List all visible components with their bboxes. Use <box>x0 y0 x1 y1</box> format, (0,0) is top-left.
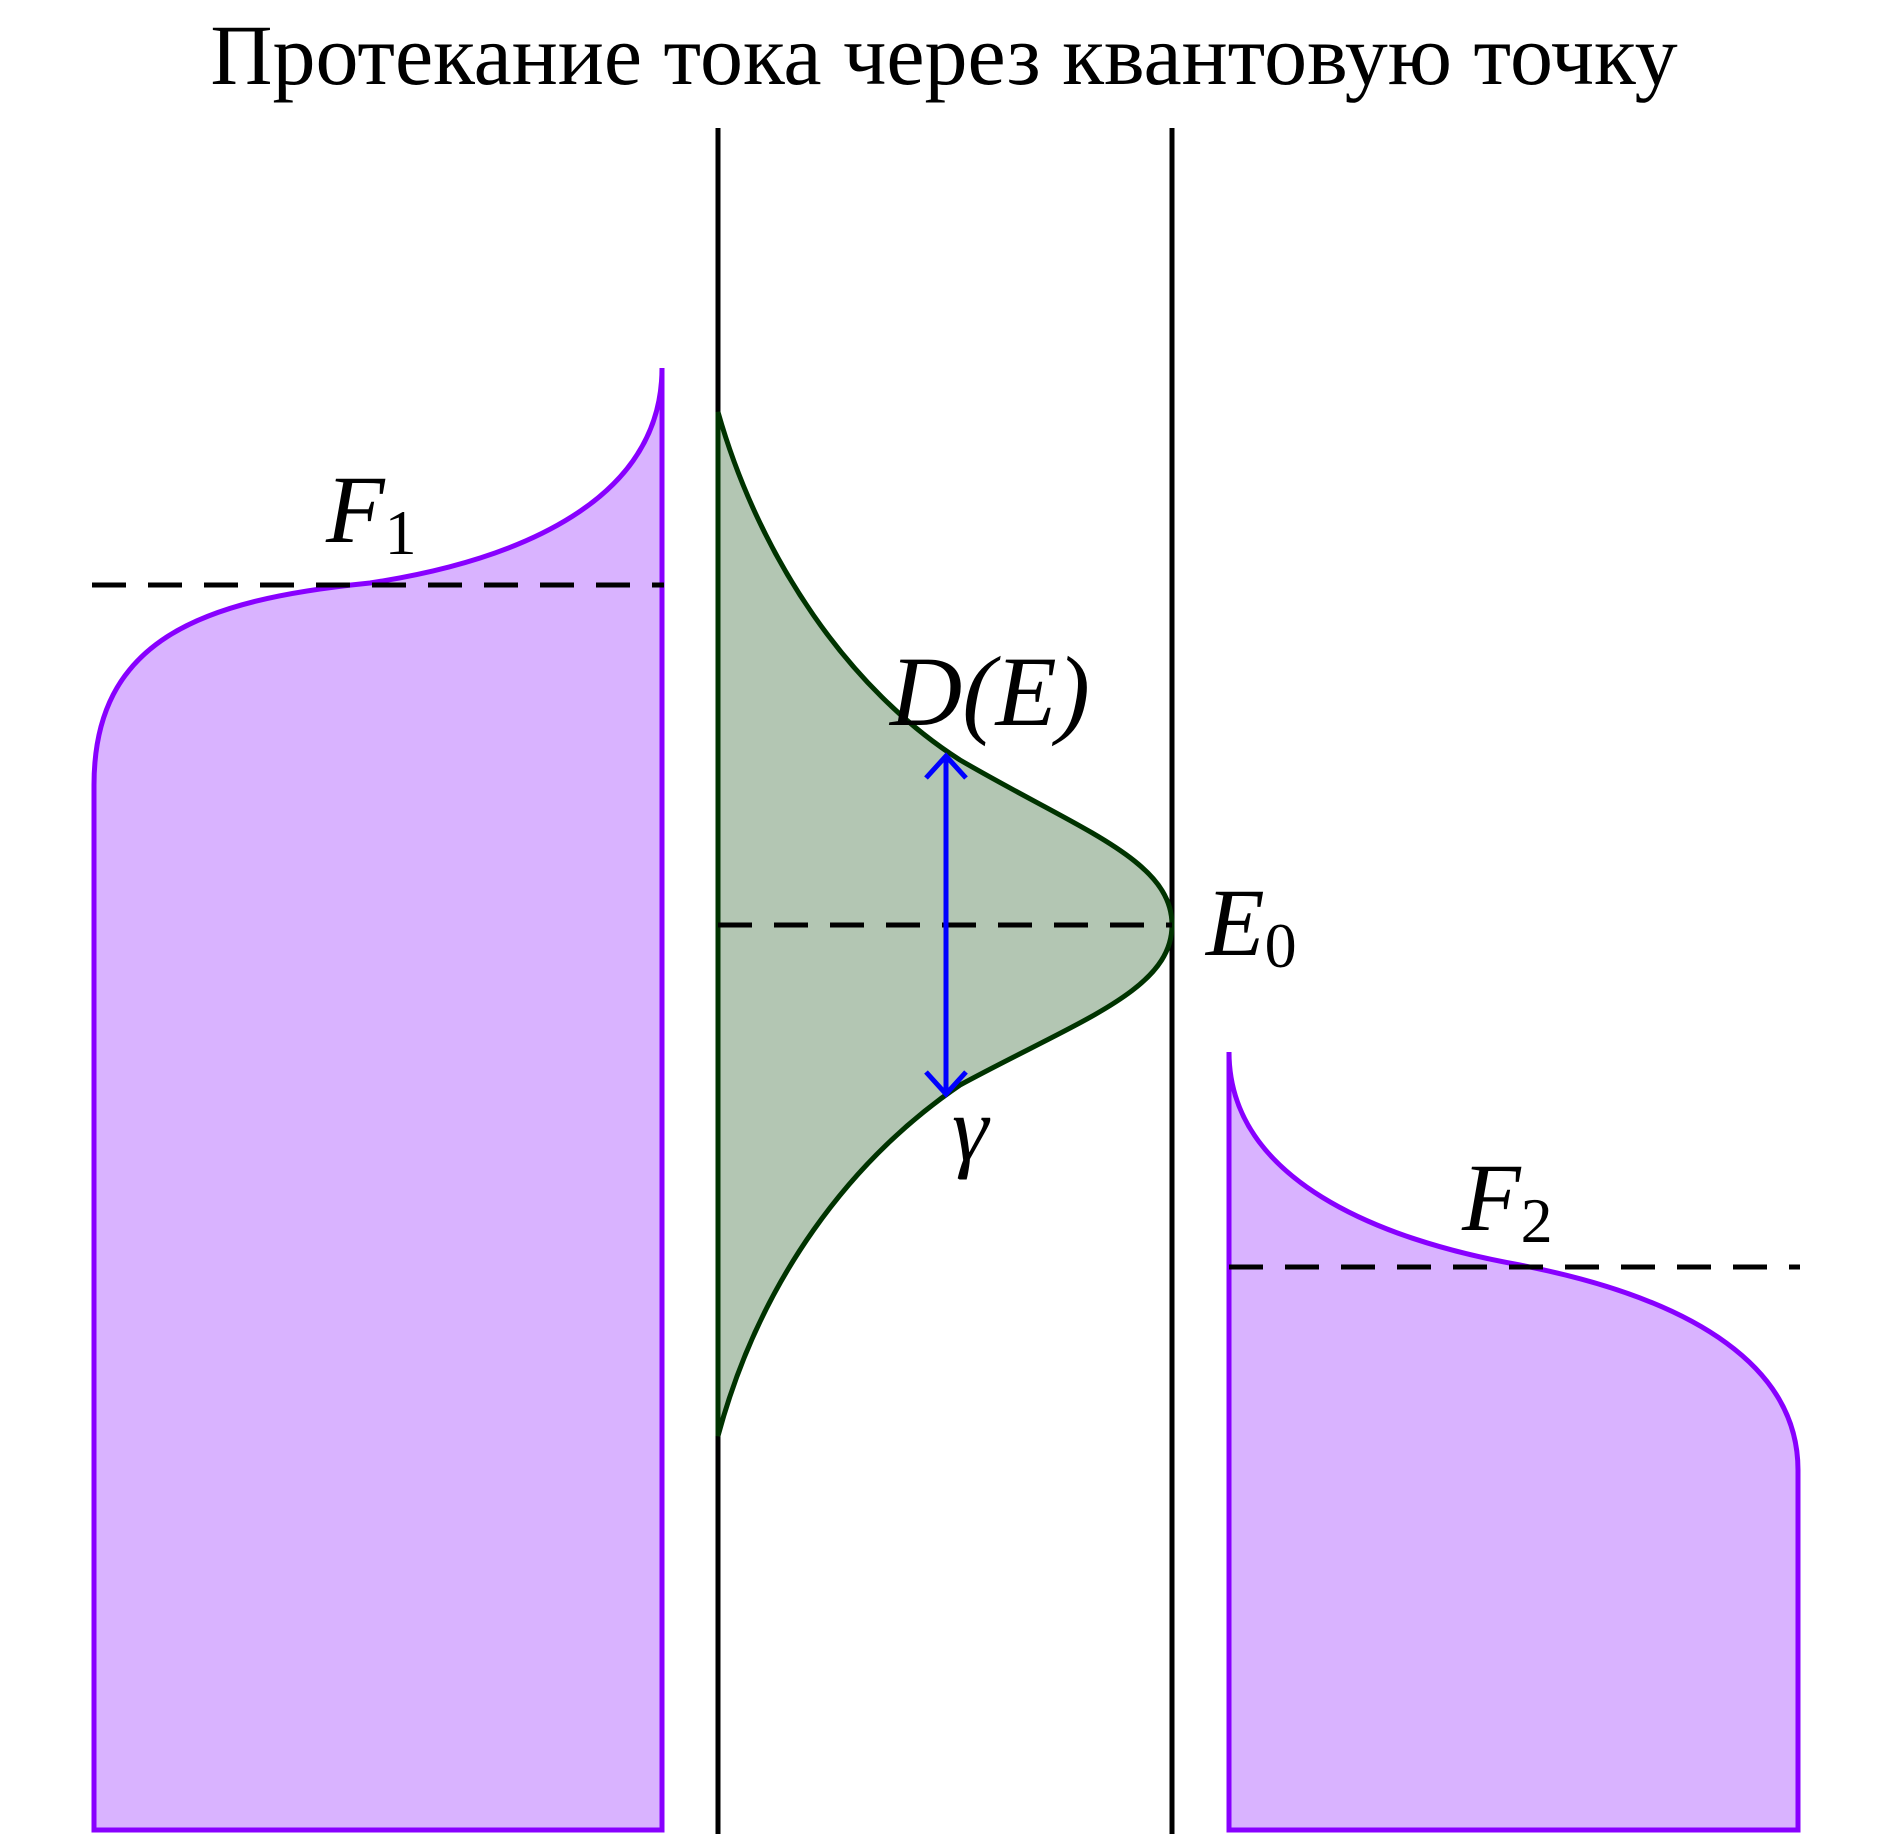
width-label: γ <box>952 1078 991 1180</box>
fermi-right-label: F2 <box>1461 1144 1553 1256</box>
dos-label: D(E) <box>888 636 1090 747</box>
fermi-left-label: F1 <box>325 456 417 568</box>
left-reservoir-fermi-fill <box>91 367 665 1833</box>
width-arrow-head-bottom <box>924 1070 968 1098</box>
diagram-title: Протекание тока через квантовую точку <box>210 7 1677 103</box>
level-label: E0 <box>1204 869 1297 981</box>
width-arrow-head-top <box>924 752 968 780</box>
